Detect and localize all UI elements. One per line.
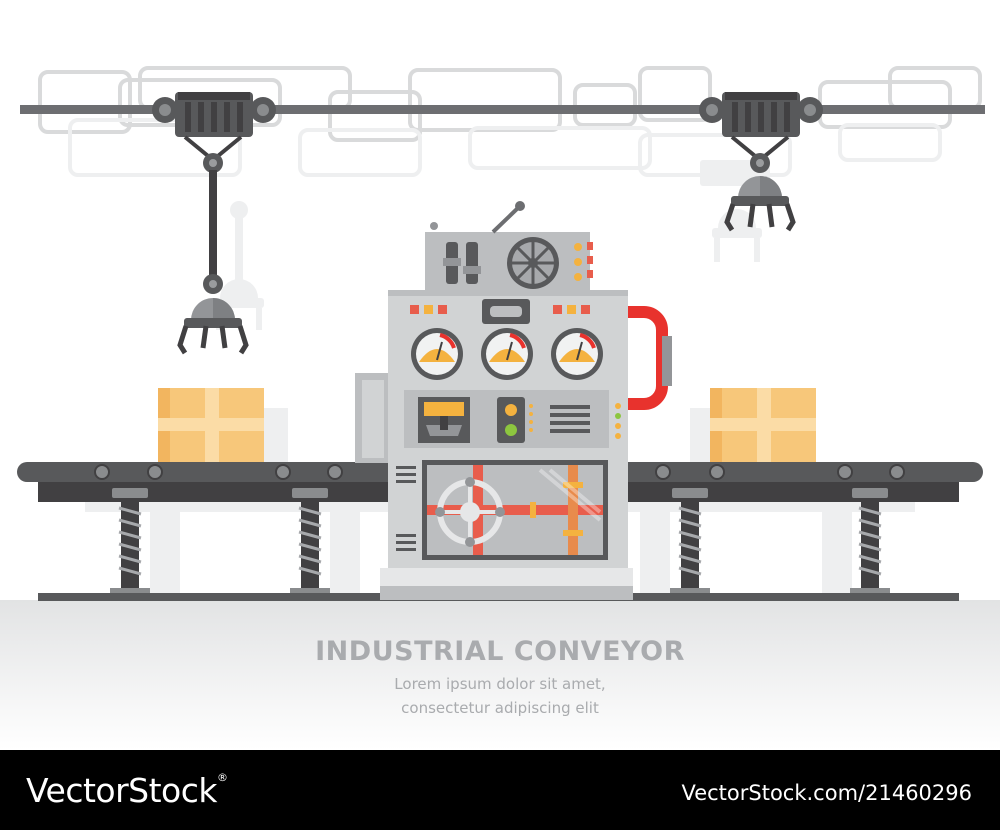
logo-text: VectorStock	[26, 771, 218, 810]
belt-rollers	[94, 464, 905, 480]
vectorstock-logo: VectorStock®	[26, 771, 228, 810]
conveyor-illustration	[0, 66, 1000, 750]
cardboard-box-icon-left	[158, 388, 264, 463]
gauge-icon	[411, 328, 463, 380]
valve-wheel-icon	[435, 477, 505, 547]
subtitle-line-1: Lorem ipsum dolor sit amet,	[394, 675, 606, 693]
floor	[0, 600, 1000, 750]
page-title: INDUSTRIAL CONVEYOR	[315, 636, 685, 667]
ghost-claw-right	[700, 160, 770, 262]
robotic-claw-icon-left	[152, 92, 276, 355]
overhead-rail	[20, 105, 985, 114]
robotic-claw-icon-right	[699, 92, 823, 232]
watermark-footer	[0, 750, 1000, 830]
ghost-box-left	[262, 408, 288, 463]
ghost-box-right	[690, 408, 712, 463]
fan-icon	[507, 237, 559, 289]
gauge-icon	[481, 328, 533, 380]
subtitle-line-2: consectetur adipiscing elit	[401, 699, 599, 717]
image-reference: VectorStock.com/21460296	[681, 781, 972, 805]
registered-mark: ®	[217, 771, 228, 784]
cardboard-box-icon-right	[710, 388, 816, 463]
control-panel-icon	[355, 201, 672, 600]
gauge-icon	[551, 328, 603, 380]
